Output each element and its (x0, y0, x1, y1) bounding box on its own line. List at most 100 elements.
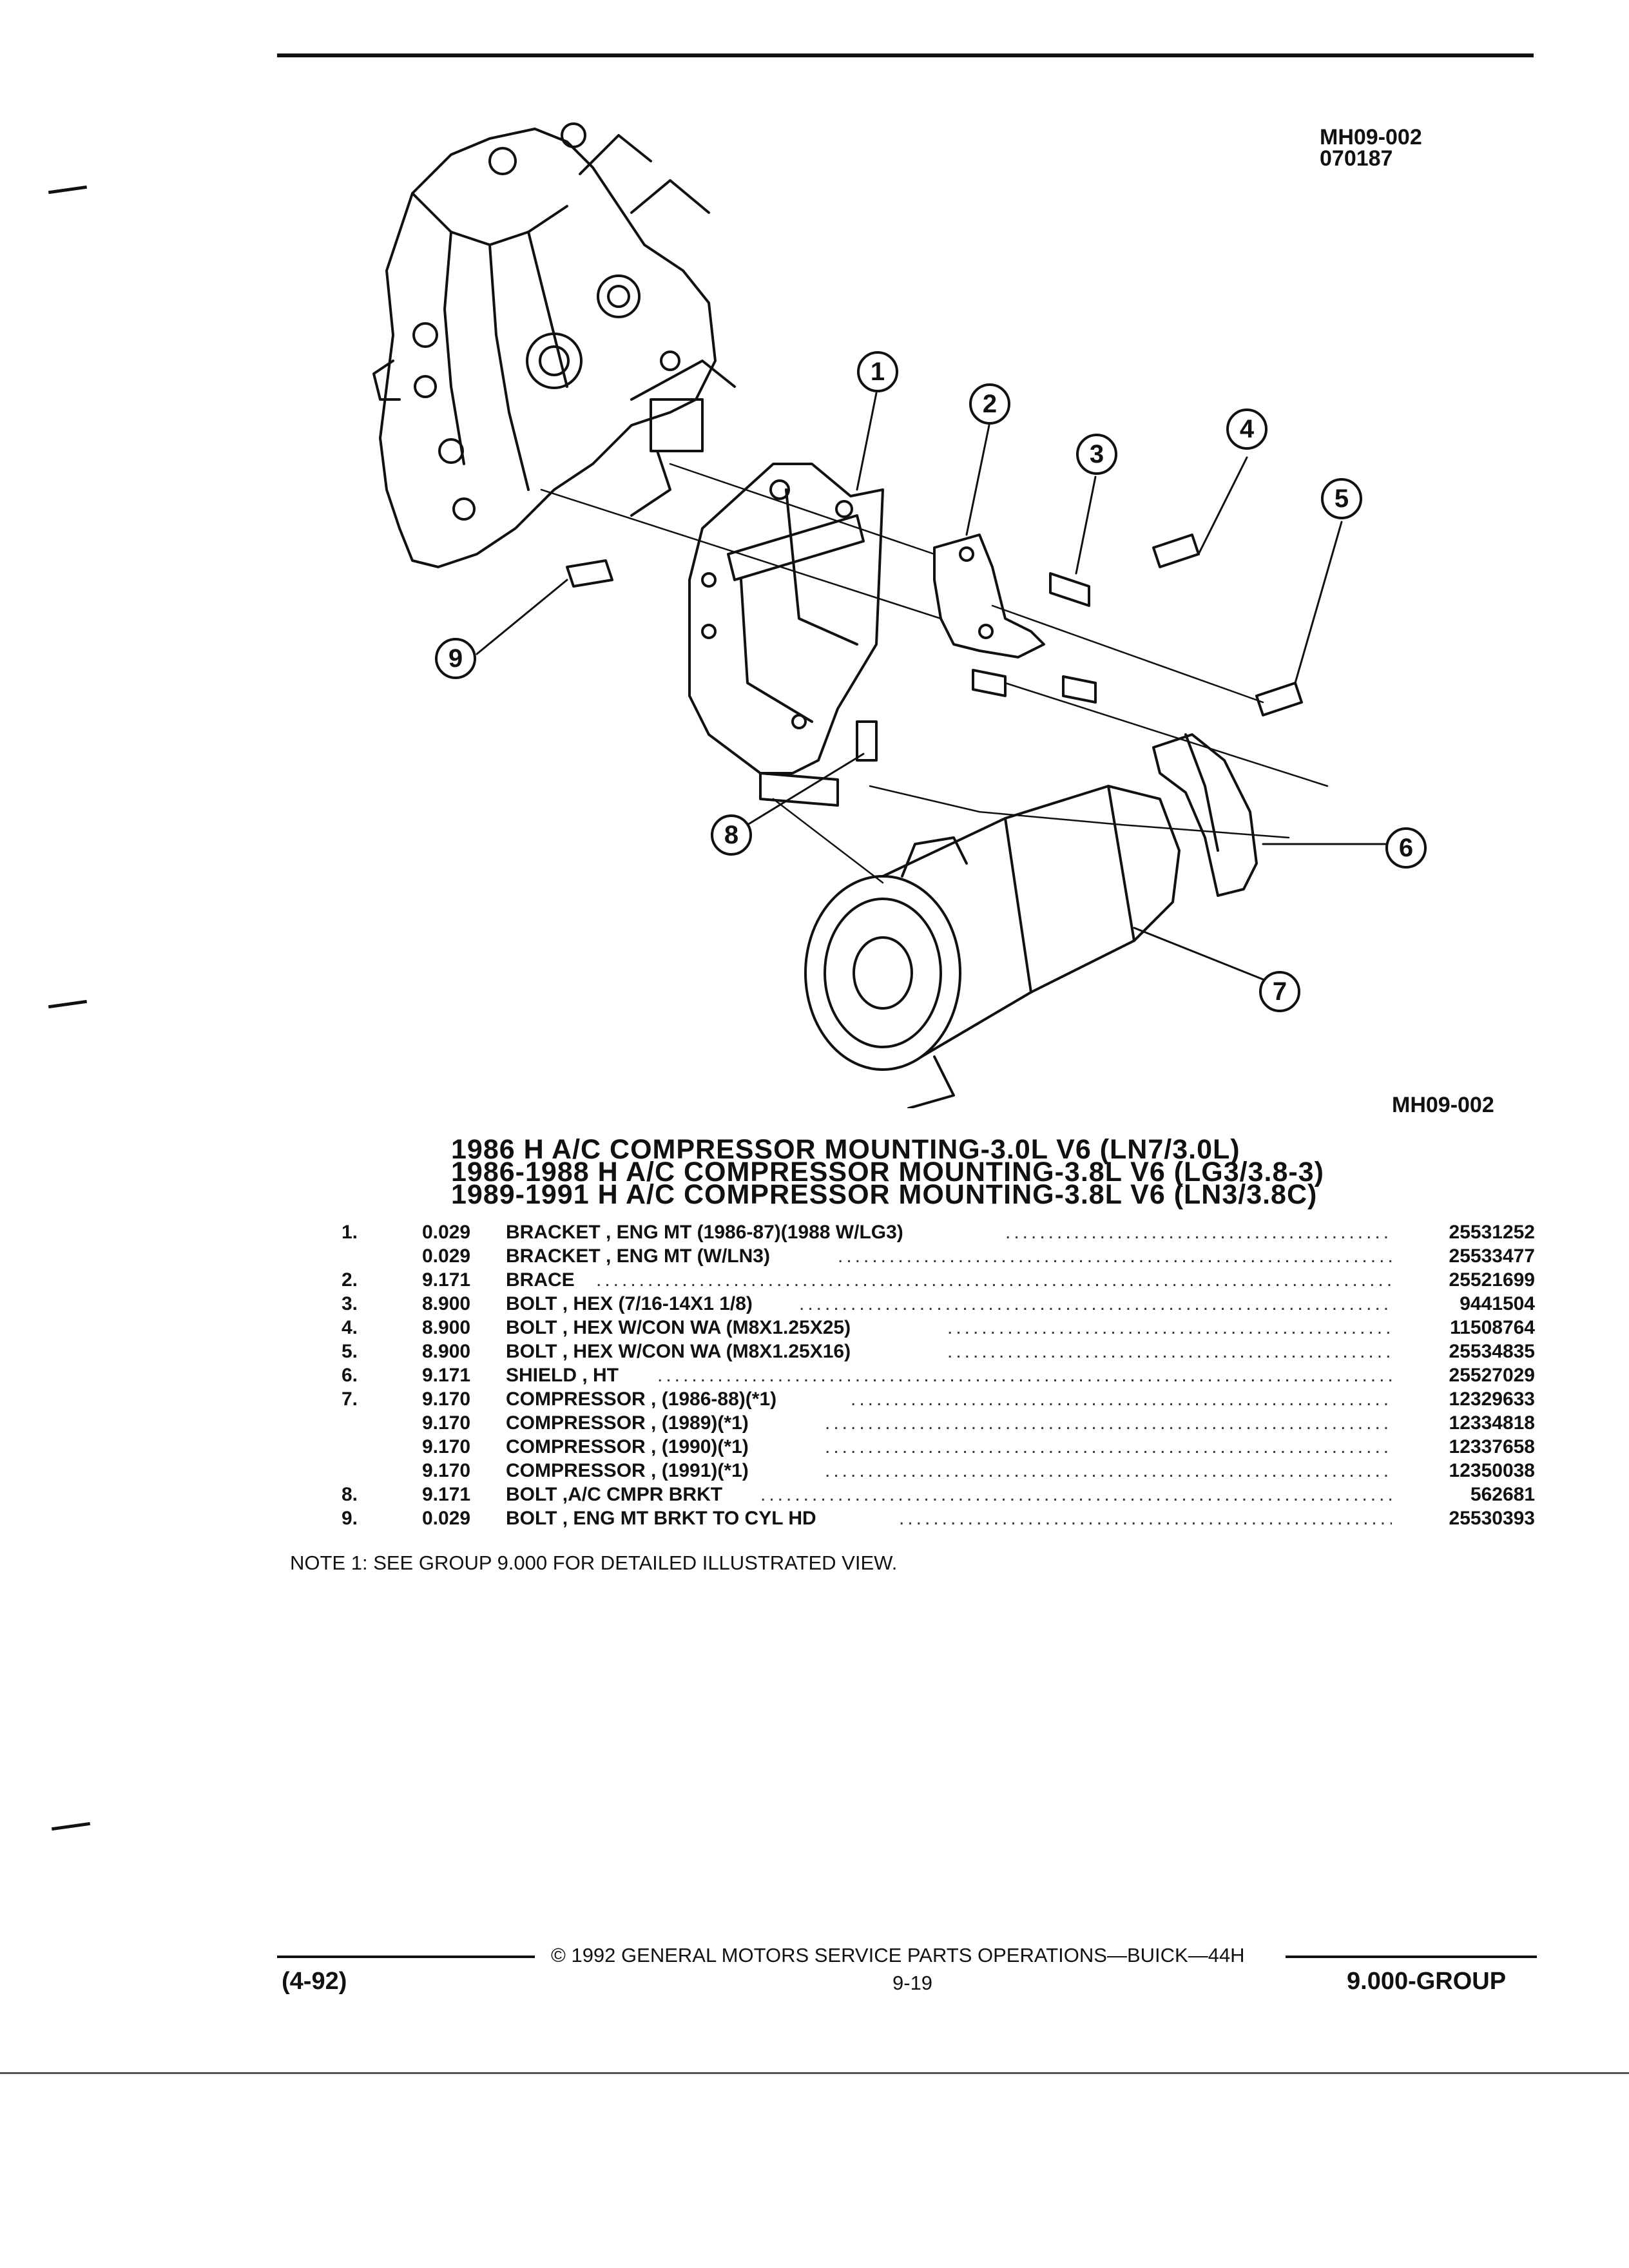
heat-shield-drawing (1152, 733, 1258, 897)
parts-row: 9.170 COMPRESSOR , (1991)(*1) ..........… (0, 1460, 1629, 1484)
group-number: 9.170 (422, 1436, 471, 1457)
footer-copyright: © 1992 GENERAL MOTORS SERVICE PARTS OPER… (551, 1944, 1245, 1966)
callout-4: 4 (1226, 408, 1268, 450)
part-number: 25521699 (1449, 1269, 1535, 1291)
parts-row: 9.170 COMPRESSOR , (1989)(*1) ..........… (0, 1412, 1629, 1436)
callout-2: 2 (969, 383, 1010, 425)
part-number: 25534835 (1449, 1341, 1535, 1362)
group-number: 9.170 (422, 1460, 471, 1481)
group-number: 0.029 (422, 1508, 471, 1529)
parts-row: 9.170 COMPRESSOR , (1990)(*1) ..........… (0, 1436, 1629, 1460)
item-number: 6. (342, 1365, 358, 1386)
group-number: 9.170 (422, 1412, 471, 1434)
part-description: COMPRESSOR , (1991)(*1) (506, 1460, 749, 1481)
part-description: COMPRESSOR , (1989)(*1) (506, 1412, 749, 1434)
leader-dots: ........................................… (825, 1436, 1392, 1457)
leader-dots: ........................................… (825, 1412, 1392, 1434)
part-number: 25533477 (1449, 1245, 1535, 1267)
parts-row: 9. 0.029 BOLT , ENG MT BRKT TO CYL HD ..… (0, 1508, 1629, 1532)
part-number: 25530393 (1449, 1508, 1535, 1529)
bolts-drawing (566, 533, 1303, 762)
figure-caption: MH09-002 (1392, 1093, 1494, 1117)
top-rule (277, 53, 1534, 57)
parts-row: 3. 8.900 BOLT , HEX (7/16-14X1 1/8) ....… (0, 1293, 1629, 1317)
figure-code: MH09-002 (1320, 125, 1422, 149)
alignment-lines (540, 463, 1329, 884)
part-number: 11508764 (1450, 1317, 1535, 1338)
leader-dots: ........................................… (899, 1508, 1392, 1529)
margin-mark (51, 1821, 91, 1831)
bottom-rule (0, 2072, 1629, 2074)
callout-6: 6 (1385, 827, 1427, 869)
bracket-drawing (688, 463, 884, 807)
part-description: BOLT , HEX (7/16-14X1 1/8) (506, 1293, 753, 1314)
part-number: 12329633 (1449, 1389, 1535, 1410)
parts-row: 6. 9.171 SHIELD , HT ...................… (0, 1365, 1629, 1389)
footer-date: (4-92) (282, 1968, 347, 1995)
part-description: SHIELD , HT (506, 1365, 619, 1386)
leader-dots: ........................................… (947, 1317, 1392, 1338)
group-number: 8.900 (422, 1317, 471, 1338)
compressor-drawing (804, 785, 1181, 1108)
part-number: 25531252 (1449, 1222, 1535, 1243)
callout-leaders (476, 392, 1387, 987)
group-number: 8.900 (422, 1293, 471, 1314)
callout-1: 1 (857, 351, 898, 392)
group-number: 9.171 (422, 1269, 471, 1291)
leader-dots: ........................................… (799, 1293, 1392, 1314)
footer-rule-left (277, 1956, 535, 1958)
note-text: NOTE 1: SEE GROUP 9.000 FOR DETAILED ILL… (290, 1552, 898, 1574)
leader-dots: ........................................… (760, 1484, 1392, 1505)
part-description: BOLT , HEX W/CON WA (M8X1.25X16) (506, 1341, 851, 1362)
part-number: 562681 (1470, 1484, 1535, 1505)
group-number: 9.171 (422, 1484, 471, 1505)
parts-row: 2. 9.171 BRACE .........................… (0, 1269, 1629, 1293)
parts-row: 7. 9.170 COMPRESSOR , (1986-88)(*1) ....… (0, 1389, 1629, 1412)
item-number: 3. (342, 1293, 358, 1314)
part-number: 12334818 (1449, 1412, 1535, 1434)
part-description: BRACE (506, 1269, 575, 1291)
footer-group: 9.000-GROUP (1347, 1968, 1507, 1995)
title-line-1: 1986 H A/C COMPRESSOR MOUNTING-3.0L V6 (… (451, 1134, 1240, 1165)
part-description: BOLT , HEX W/CON WA (M8X1.25X25) (506, 1317, 851, 1338)
callout-8: 8 (711, 814, 752, 856)
part-description: BRACKET , ENG MT (1986-87)(1988 W/LG3) (506, 1222, 903, 1243)
group-number: 9.171 (422, 1365, 471, 1386)
engine-block-drawing (372, 122, 736, 568)
leader-dots: ........................................… (825, 1460, 1392, 1481)
part-description: BOLT , ENG MT BRKT TO CYL HD (506, 1508, 816, 1529)
group-number: 8.900 (422, 1341, 471, 1362)
parts-row: 8. 9.171 BOLT ,A/C CMPR BRKT ...........… (0, 1484, 1629, 1508)
footer-rule-right (1286, 1956, 1537, 1958)
brace-drawing (933, 533, 1045, 658)
callout-3: 3 (1076, 434, 1117, 475)
parts-row: 1. 0.029 BRACKET , ENG MT (1986-87)(1988… (0, 1222, 1629, 1245)
part-description: BOLT ,A/C CMPR BRKT (506, 1484, 723, 1505)
figure-date: 070187 (1320, 146, 1393, 171)
part-number: 25527029 (1449, 1365, 1535, 1386)
part-number: 12337658 (1449, 1436, 1535, 1457)
item-number: 5. (342, 1341, 358, 1362)
callout-9: 9 (435, 638, 476, 679)
leader-dots: ........................................… (947, 1341, 1392, 1362)
item-number: 9. (342, 1508, 358, 1529)
leader-dots: ........................................… (596, 1269, 1392, 1291)
parts-row: 4. 8.900 BOLT , HEX W/CON WA (M8X1.25X25… (0, 1317, 1629, 1341)
exploded-view-illustration (372, 122, 1387, 1108)
leader-dots: ........................................… (1005, 1222, 1392, 1243)
group-number: 0.029 (422, 1245, 471, 1267)
part-description: BRACKET , ENG MT (W/LN3) (506, 1245, 770, 1267)
item-number: 4. (342, 1317, 358, 1338)
part-number: 9441504 (1460, 1293, 1535, 1314)
leader-dots: ........................................… (657, 1365, 1392, 1386)
callout-5: 5 (1321, 478, 1362, 519)
item-number: 8. (342, 1484, 358, 1505)
item-number: 1. (342, 1222, 358, 1243)
footer-page: 9-19 (892, 1972, 933, 1994)
part-number: 12350038 (1449, 1460, 1535, 1481)
title-line-3: 1989-1991 H A/C COMPRESSOR MOUNTING-3.8L… (451, 1179, 1318, 1210)
parts-row: 5. 8.900 BOLT , HEX W/CON WA (M8X1.25X16… (0, 1341, 1629, 1365)
callout-7: 7 (1259, 971, 1300, 1012)
leader-dots: ........................................… (851, 1389, 1392, 1410)
title-line-2: 1986-1988 H A/C COMPRESSOR MOUNTING-3.8L… (451, 1157, 1324, 1187)
